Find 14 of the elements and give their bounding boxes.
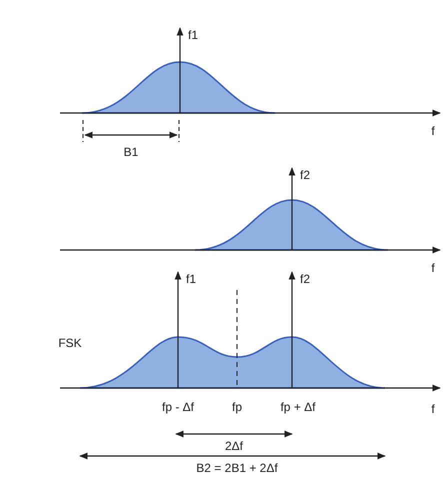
modulation-label: FSK <box>58 336 82 350</box>
axis-label: f2 <box>300 272 310 286</box>
axis-label: f <box>431 261 435 275</box>
dimension-label: 2Δf <box>224 439 244 453</box>
axis-label: f <box>431 402 435 416</box>
axis-label: f <box>431 124 435 138</box>
axis-label: f2 <box>300 168 310 182</box>
dimension-label: B2 = 2B1 + 2Δf <box>196 461 278 475</box>
axis-label: f1 <box>186 272 196 286</box>
axis-label: f1 <box>188 28 198 42</box>
frequency-label: fp <box>232 400 242 414</box>
frequency-label: fp - Δf <box>162 400 194 414</box>
dimension-label: B1 <box>124 145 138 159</box>
frequency-label: fp + Δf <box>280 400 316 414</box>
